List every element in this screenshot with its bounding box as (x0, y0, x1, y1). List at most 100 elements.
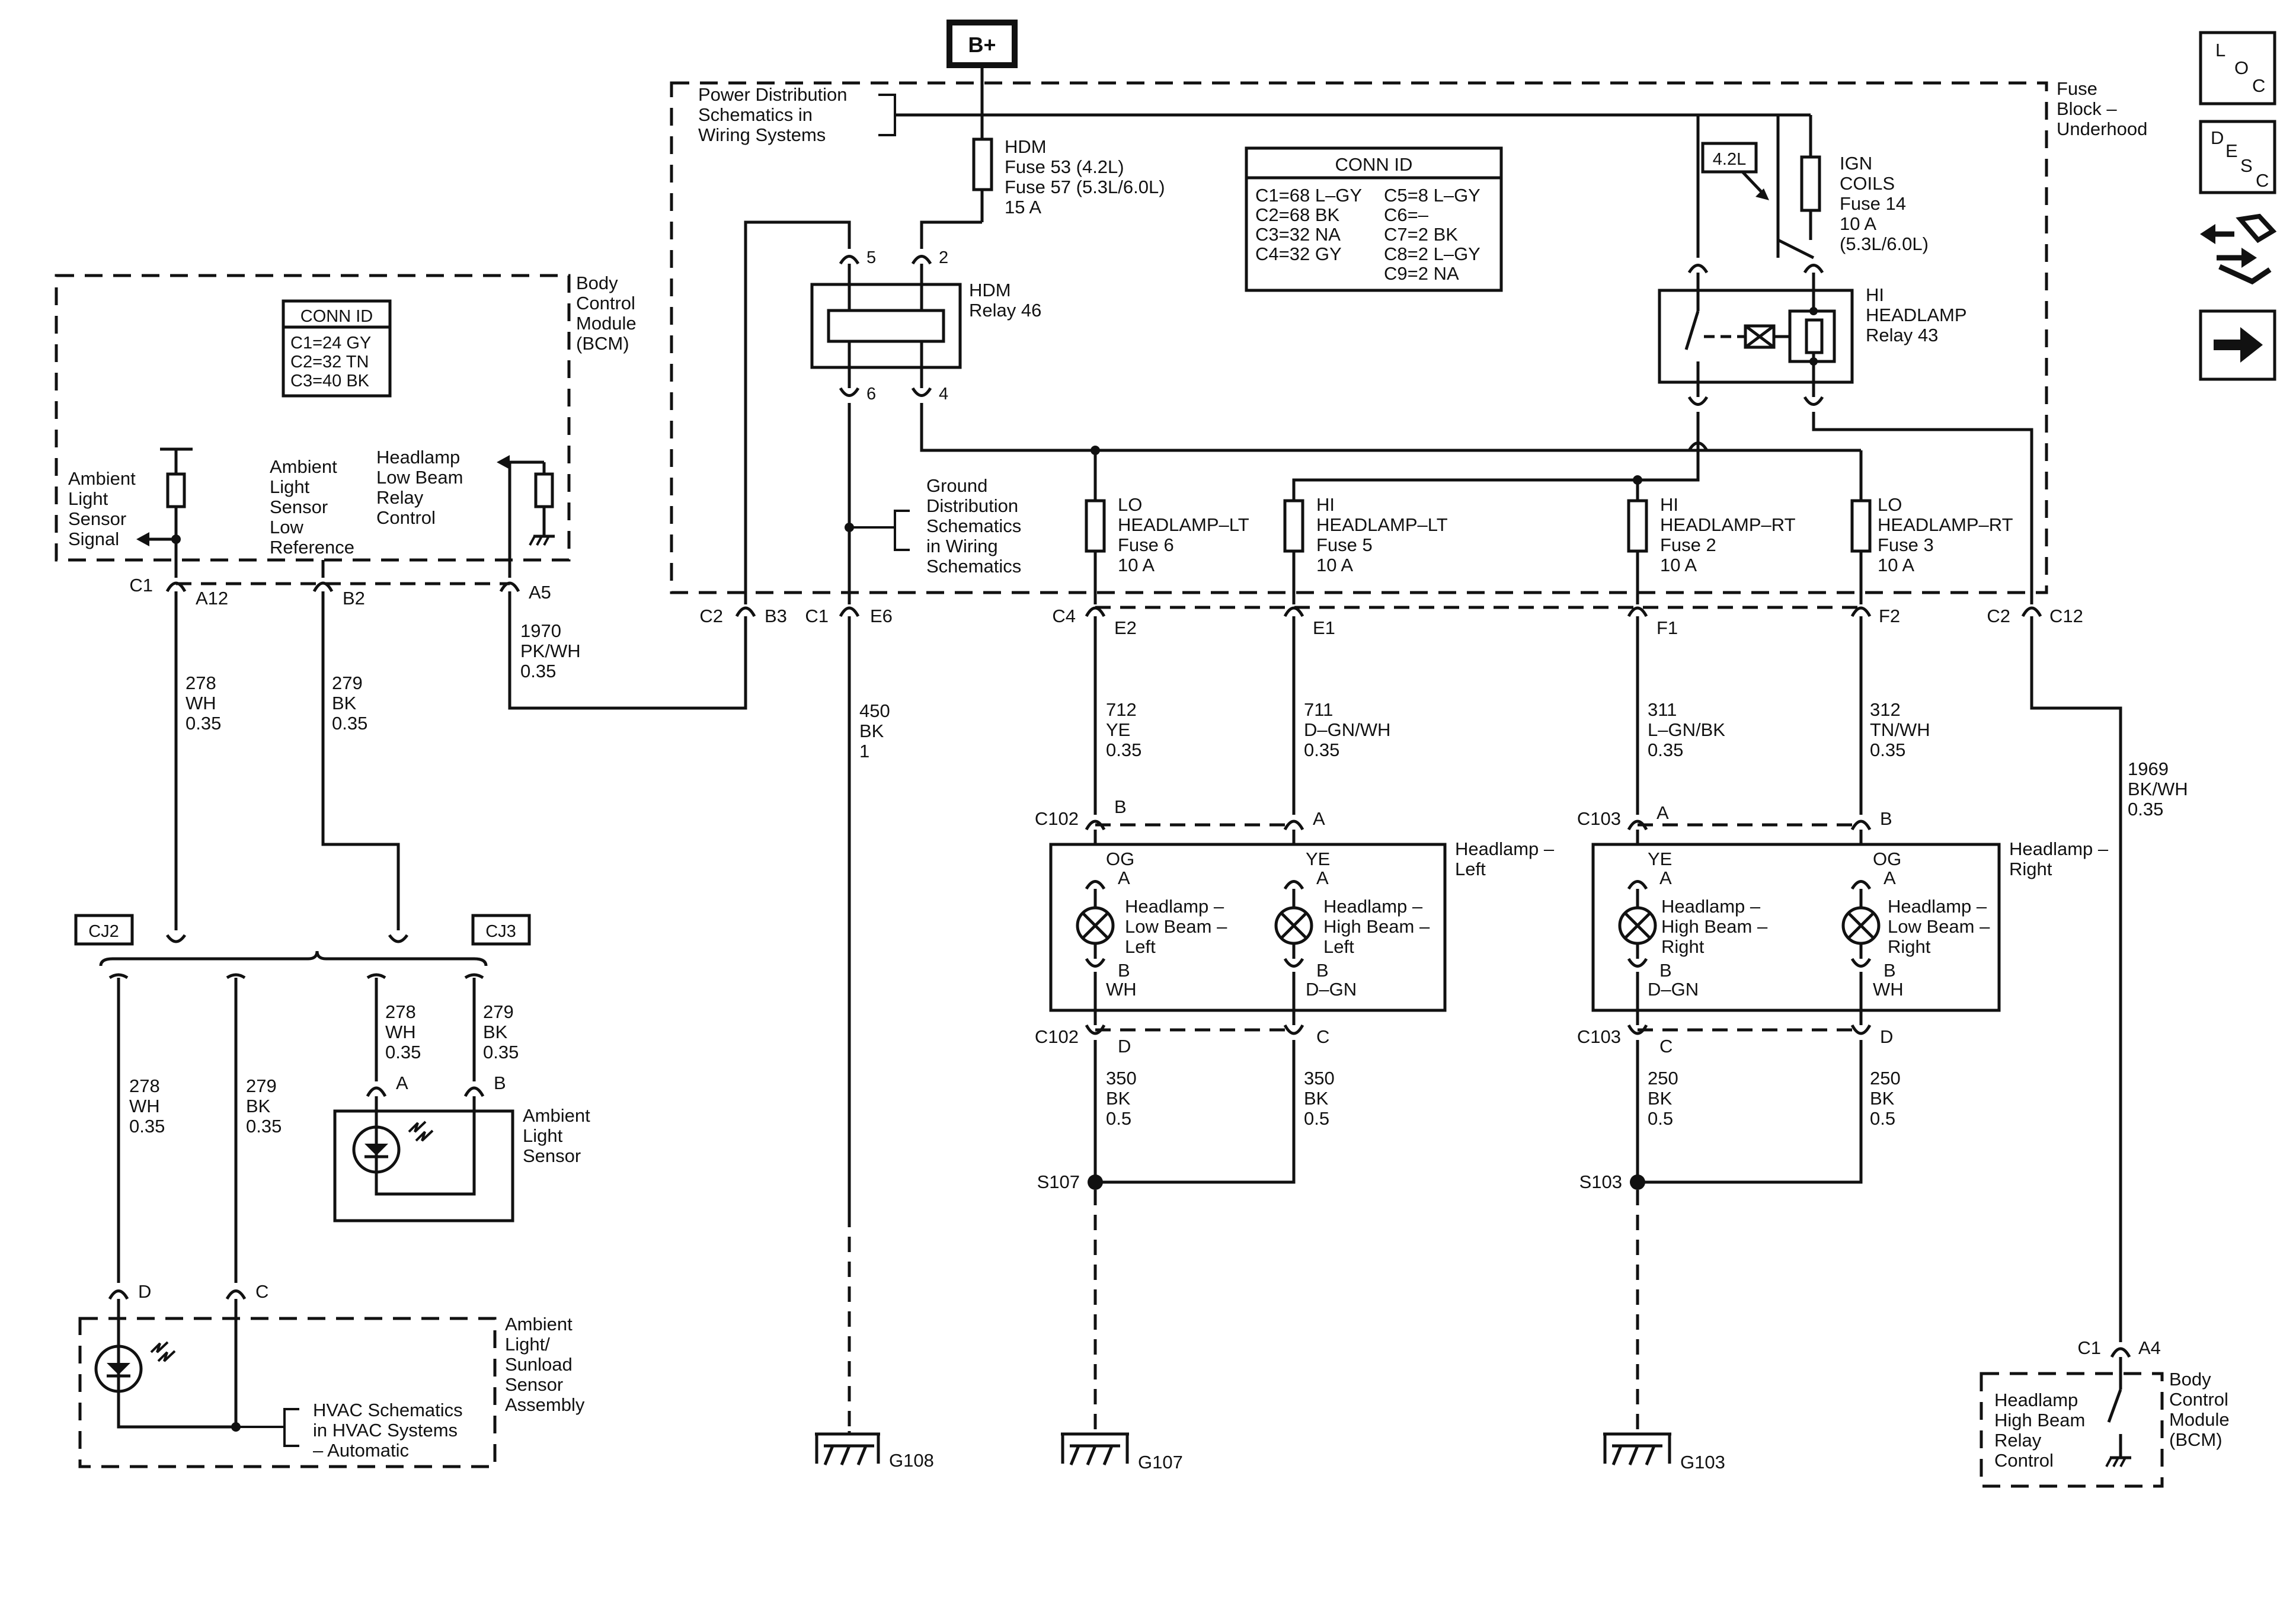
wire-311: 311 L–GN/BK 0.35 (1648, 699, 1731, 760)
sunload-sensor-label: Ambient Light/ Sunload Sensor Assembly (505, 1314, 585, 1415)
conn-id-left-col: C1=68 L–GY C2=68 BK C3=32 NA C4=32 GY (1255, 185, 1367, 264)
lowbeam-left-bot-pin: B (1118, 960, 1130, 981)
c102-pin-c: C (1316, 1026, 1329, 1047)
hvac-note: HVAC Schematics in HVAC Systems – Automa… (313, 1400, 468, 1461)
hdm-relay: 5 2 6 4 HDM Relay 46 Ground Distribution… (744, 220, 1861, 604)
diagnostic-tools-icon[interactable] (2200, 213, 2277, 285)
svg-text:O: O (2234, 57, 2249, 78)
lo-headlamp-lt-fuse: LO HEADLAMP–LT Fuse 6 10 A (1085, 446, 1254, 593)
lowbeam-right-top-pin: A (1884, 868, 1896, 888)
wire-450: 450 BK 1 (859, 700, 895, 761)
wire-312: 312 TN/WH 0.35 (1870, 699, 1935, 760)
lo-headlamp-rt-fuse: LO HEADLAMP–RT Fuse 3 10 A (1850, 450, 2013, 593)
c102-pin-b: B (1114, 796, 1127, 817)
conn-c2-right: C2 (1987, 606, 2010, 626)
pin-b2: B2 (343, 588, 365, 609)
body-control-module: Body Control Module (BCM) CONN ID C1=24 … (55, 273, 637, 609)
c102-top: C102 (1035, 808, 1079, 829)
c102-pin-d: D (1118, 1036, 1131, 1057)
c103-top: C103 (1577, 808, 1621, 829)
bcm-low-ref-label: Ambient Light Sensor Low Reference (270, 456, 354, 558)
junction-cj2: CJ2 (88, 922, 119, 941)
power-distribution-note: Power Distribution Schematics in Wiring … (698, 84, 852, 145)
sunload-pin-d: D (138, 1281, 151, 1302)
fuse-block-connectors: C2 B3 C1 E6 C4 E2 E1 F1 F2 C2 C12 (699, 593, 2083, 638)
headlamp-right: 311 L–GN/BK 0.35 312 TN/WH 0.35 C103 A B… (1577, 616, 2109, 1473)
wire-1969: 1969 BK/WH 0.35 (2128, 758, 2193, 820)
fuse-block-conn-id-table: CONN ID C1=68 L–GY C2=68 BK C3=32 NA C4=… (1245, 146, 1503, 292)
svg-text:C: C (2252, 75, 2265, 96)
lowbeam-right-top-color: OG (1873, 849, 1901, 869)
wire-278-c: 278 WH 0.35 (385, 1001, 421, 1062)
c103-bottom: C103 (1577, 1026, 1621, 1047)
svg-text:D: D (2211, 127, 2224, 148)
ground-g108: 450 BK 1 G108 (815, 616, 934, 1471)
pin-e1: E1 (1313, 617, 1335, 638)
svg-text:C: C (2256, 170, 2269, 191)
bcm-highbeam-control: 1969 BK/WH 0.35 C1 A4 Headlamp High Beam… (1980, 616, 2230, 1488)
pin-b3: B3 (765, 606, 787, 626)
sensor-pin-a: A (396, 1073, 408, 1093)
c103-pin-d: D (1880, 1026, 1893, 1047)
bcm-conn-id-title: CONN ID (300, 307, 373, 326)
next-arrow-icon[interactable] (2199, 309, 2276, 381)
wire-250-b: 250 BK 0.5 (1870, 1068, 1905, 1129)
highbeam-right-bot-pin: B (1659, 960, 1672, 981)
highbeam-right-top-color: YE (1648, 849, 1672, 869)
highbeam-right-top-pin: A (1659, 868, 1672, 888)
ground-g107-label: G107 (1138, 1452, 1183, 1473)
highbeam-right-label: Headlamp – High Beam – Right (1661, 896, 1773, 957)
lowbeam-right-label: Headlamp – Low Beam – Right (1888, 896, 1995, 957)
hdm-relay-label: HDM Relay 46 (969, 280, 1041, 321)
bcm-lowbeam-control-label: Headlamp Low Beam Relay Control (376, 447, 468, 528)
pin-f1: F1 (1657, 617, 1678, 638)
c102-bottom: C102 (1035, 1026, 1079, 1047)
splice-s107: S107 (1037, 1172, 1080, 1192)
ign-coils-fuse: IGN COILS Fuse 14 10 A (5.3L/6.0L) 4.2L (1701, 115, 1929, 258)
wire-712: 712 YE 0.35 (1106, 699, 1141, 760)
description-icon[interactable]: D E S C (2199, 120, 2276, 194)
lowbeam-right-bot-pin: B (1884, 960, 1896, 981)
bcm-conn-id-list: C1=24 GY C2=32 TN C3=40 BK (290, 334, 376, 391)
hdm-relay-pin-6: 6 (866, 385, 876, 404)
hdm-relay-pin-4: 4 (939, 385, 948, 404)
hi-headlamp-rt-label: HI HEADLAMP–RT Fuse 2 10 A (1660, 494, 1801, 575)
svg-text:L: L (2215, 40, 2225, 60)
hdm-relay-pin-2: 2 (939, 248, 948, 267)
ground-distribution-note: Ground Distribution Schematics in Wiring… (926, 475, 1027, 577)
hdm-fuse-label: HDM Fuse 53 (4.2L) Fuse 57 (5.3L/6.0L) 1… (1005, 136, 1170, 217)
sunload-pin-c: C (255, 1281, 268, 1302)
bcm2-conn-c1: C1 (2077, 1337, 2101, 1358)
highbeam-left-label: Headlamp – High Beam – Left (1323, 896, 1435, 957)
location-icon[interactable]: L O C (2199, 31, 2276, 105)
wire-711: 711 D–GN/WH 0.35 (1304, 699, 1396, 760)
lo-headlamp-lt-label: LO HEADLAMP–LT Fuse 6 10 A (1118, 494, 1254, 575)
lowbeam-left-bot-color: WH (1106, 979, 1137, 1000)
hi-headlamp-relay: HI HEADLAMP Relay 43 (1292, 115, 2033, 593)
svg-text:S: S (2240, 155, 2253, 176)
pin-a5: A5 (529, 582, 551, 603)
fuse-block-underhood: Fuse Block – Underhood Power Distributio… (670, 78, 2147, 594)
conn-id-title: CONN ID (1335, 154, 1413, 175)
c103-pin-c: C (1659, 1036, 1673, 1057)
splice-s103: S103 (1579, 1172, 1622, 1192)
bcm-ambient-signal-label: Ambient Light Sensor Signal (68, 468, 140, 549)
pin-f2: F2 (1879, 606, 1900, 626)
headlamp-left-label: Headlamp – Left (1455, 838, 1559, 879)
battery-label: B+ (968, 33, 996, 57)
highbeam-left-top-color: YE (1306, 849, 1330, 869)
headlamp-left: 712 YE 0.35 711 D–GN/WH 0.35 C102 B A He… (1035, 616, 1559, 1473)
bcm2-pin-a4: A4 (2138, 1337, 2161, 1358)
conn-c1-e6: C1 (805, 606, 829, 626)
wire-279-c: 279 BK 0.35 (483, 1001, 519, 1062)
hi-headlamp-lt-label: HI HEADLAMP–LT Fuse 5 10 A (1316, 494, 1453, 575)
highbeam-left-top-pin: A (1316, 868, 1329, 888)
ground-g103-label: G103 (1680, 1452, 1725, 1473)
battery-source: B+ (946, 20, 1018, 142)
highbeam-left-bot-color: D–GN (1306, 979, 1357, 1000)
engine-tag: 4.2L (1713, 150, 1746, 169)
hi-headlamp-lt-fuse: HI HEADLAMP–LT Fuse 5 10 A (1283, 480, 1453, 593)
ground-g108-label: G108 (889, 1450, 934, 1471)
fuse-block-label: Fuse Block – Underhood (2057, 78, 2147, 139)
